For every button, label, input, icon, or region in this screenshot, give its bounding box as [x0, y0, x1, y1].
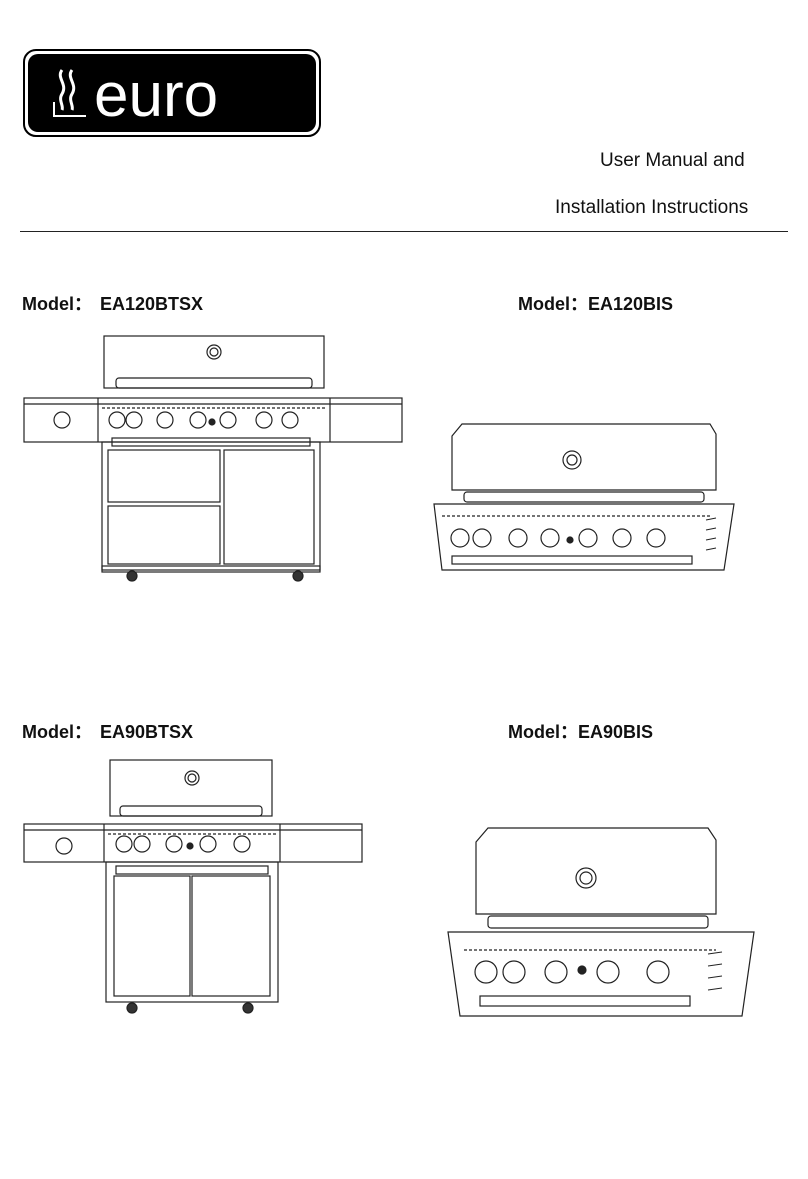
model-label-ea120btsx: Model： EA120BTSX	[22, 290, 203, 316]
model-code: EA90BIS	[578, 722, 654, 742]
model-label-ea120bis: Model：EA120BIS	[518, 290, 673, 316]
model-prefix: Model：	[518, 294, 588, 314]
model-prefix: Model：	[22, 294, 92, 314]
grill-drawing-ea90btsx	[22, 758, 367, 1023]
manual-title: User Manual and	[600, 150, 745, 171]
manual-subtitle: Installation Instructions	[555, 197, 749, 218]
grill-drawing-ea120bis	[428, 420, 738, 585]
brand-logo: euro	[22, 48, 322, 138]
header-divider	[20, 231, 788, 232]
model-prefix: Model：	[22, 722, 92, 742]
model-code: EA120BTSX	[100, 294, 204, 314]
grill-drawing-ea120btsx	[22, 330, 407, 595]
model-code: EA90BTSX	[100, 722, 194, 742]
model-prefix: Model：	[508, 722, 578, 742]
model-label-ea90btsx: Model： EA90BTSX	[22, 718, 193, 744]
heat-wave-icon	[53, 69, 86, 117]
grill-drawing-ea90bis	[446, 826, 758, 1031]
model-label-ea90bis: Model：EA90BIS	[508, 718, 653, 744]
model-code: EA120BIS	[588, 294, 674, 314]
logo-text: euro	[94, 61, 218, 130]
